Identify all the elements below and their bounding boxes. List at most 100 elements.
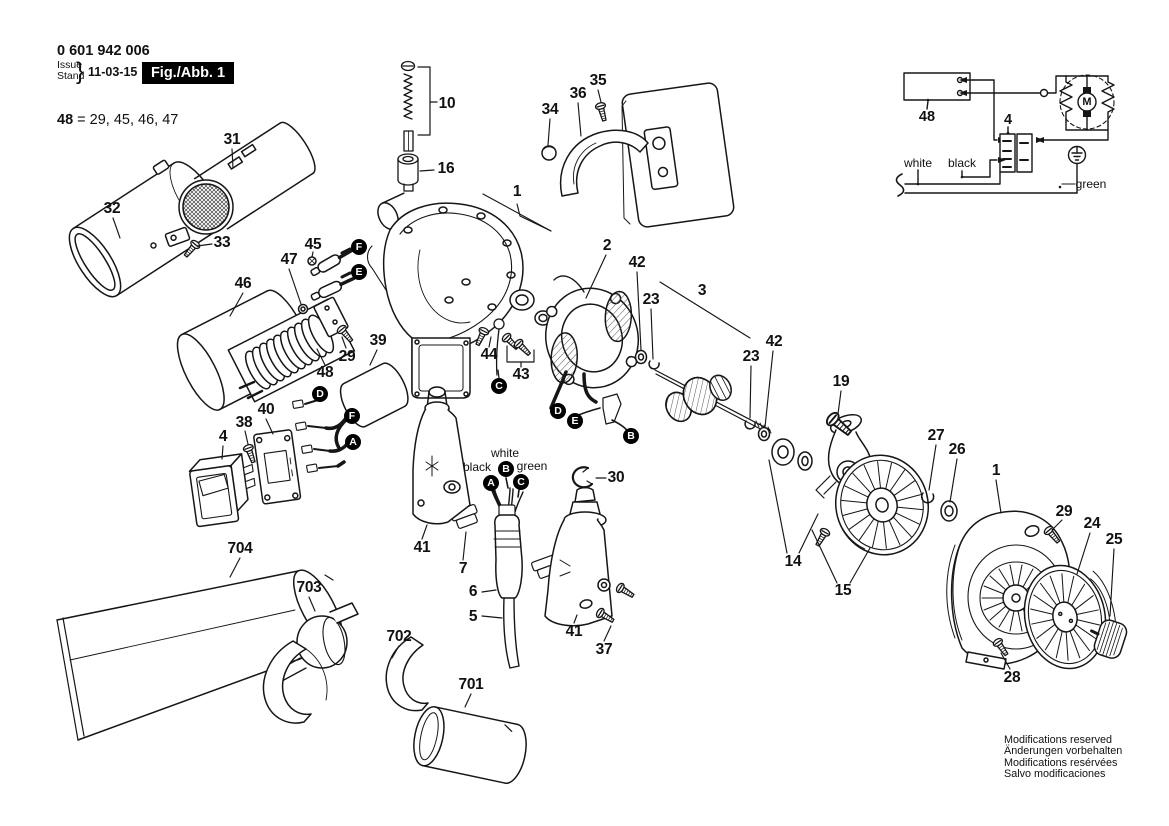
connector-E: E bbox=[351, 264, 367, 280]
part-label-7: 7 bbox=[458, 560, 468, 577]
part-label-29: 29 bbox=[338, 348, 356, 365]
equivalence-note: 48 = 29, 45, 46, 47 bbox=[57, 112, 178, 128]
leader-lines bbox=[112, 89, 1115, 708]
switch-4 bbox=[188, 453, 256, 528]
part-label-28: 28 bbox=[1003, 669, 1021, 686]
equivalence-lhs: 48 bbox=[57, 112, 74, 128]
part-label-30: 30 bbox=[607, 469, 625, 486]
part-label-703: 703 bbox=[296, 579, 322, 596]
part-label-26: 26 bbox=[948, 441, 966, 458]
part-label-31: 31 bbox=[223, 131, 241, 148]
equivalence-rhs: = 29, 45, 46, 47 bbox=[77, 112, 179, 128]
connector-A: A bbox=[345, 434, 361, 450]
part-label-46: 46 bbox=[234, 275, 252, 292]
part-label-24: 24 bbox=[1083, 515, 1101, 532]
part-label-25: 25 bbox=[1105, 531, 1123, 548]
part-label-41: 41 bbox=[565, 623, 583, 640]
part-label-10: 10 bbox=[438, 95, 456, 112]
schematic-white-label: white bbox=[903, 156, 933, 170]
ball-34 bbox=[541, 145, 557, 161]
part-label-42: 42 bbox=[628, 254, 646, 271]
schematic-heater-ref: 48 bbox=[918, 109, 936, 125]
connector-E: E bbox=[567, 413, 583, 429]
part-label-701: 701 bbox=[458, 676, 484, 693]
part-label-38: 38 bbox=[235, 414, 253, 431]
part-label-15: 15 bbox=[834, 582, 852, 599]
part-label-35: 35 bbox=[589, 72, 607, 89]
terminal-E bbox=[310, 276, 356, 301]
cable-label-black: black bbox=[462, 460, 492, 474]
wiring-schematic bbox=[895, 72, 1115, 197]
screw-43b bbox=[512, 337, 534, 359]
part-label-27: 27 bbox=[927, 427, 945, 444]
part-label-45: 45 bbox=[304, 236, 322, 253]
part-label-2: 2 bbox=[602, 237, 612, 254]
bushing-16 bbox=[397, 153, 419, 192]
schematic-green-label: green bbox=[1075, 177, 1107, 191]
adjusting-screw-10 bbox=[400, 60, 438, 152]
screw-37a bbox=[614, 581, 637, 601]
part-label-3: 3 bbox=[697, 282, 707, 299]
cable-label-white: white bbox=[490, 446, 520, 460]
figure-label: Fig./Abb. 1 bbox=[142, 62, 234, 84]
motor-letter: M bbox=[1082, 96, 1092, 108]
connector-stubs bbox=[340, 247, 520, 500]
clip-33 bbox=[164, 226, 202, 260]
connector-C: C bbox=[491, 378, 507, 394]
part-label-33: 33 bbox=[213, 234, 231, 251]
plate-40 bbox=[253, 429, 302, 505]
part-label-6: 6 bbox=[468, 583, 478, 600]
part-label-39: 39 bbox=[369, 332, 387, 349]
part-label-32: 32 bbox=[103, 200, 121, 217]
armature-3 bbox=[634, 349, 813, 471]
part-label-29: 29 bbox=[1055, 503, 1073, 520]
bushing-26 bbox=[940, 500, 958, 522]
terminal-F bbox=[310, 248, 354, 277]
part-label-14: 14 bbox=[784, 553, 802, 570]
connector-B: B bbox=[623, 428, 639, 444]
part-label-1: 1 bbox=[512, 183, 522, 200]
part-label-5: 5 bbox=[468, 608, 478, 625]
part-label-48: 48 bbox=[316, 364, 334, 381]
part-label-702: 702 bbox=[386, 628, 412, 645]
part-label-23: 23 bbox=[642, 291, 660, 308]
connector-F: F bbox=[351, 239, 367, 255]
connector-D: D bbox=[550, 403, 566, 419]
part-label-19: 19 bbox=[832, 373, 850, 390]
part-label-16: 16 bbox=[437, 160, 455, 177]
part-label-34: 34 bbox=[541, 101, 559, 118]
schematic-black-label: black bbox=[947, 156, 977, 170]
connector-B: B bbox=[498, 461, 514, 477]
part-label-23: 23 bbox=[742, 348, 760, 365]
stand-word: Stand bbox=[57, 70, 85, 82]
modifications-line: Modifications reserved bbox=[1004, 734, 1113, 746]
part-label-44: 44 bbox=[480, 346, 498, 363]
issue-date: 11-03-15 bbox=[88, 65, 138, 79]
field-stator-2 bbox=[544, 275, 640, 433]
part-label-41: 41 bbox=[413, 539, 431, 556]
wire-leads bbox=[292, 396, 349, 473]
part-label-37: 37 bbox=[595, 641, 613, 658]
part-label-704: 704 bbox=[227, 540, 253, 557]
eyelet-44 bbox=[472, 318, 505, 376]
part-label-4: 4 bbox=[218, 428, 228, 445]
part-label-43: 43 bbox=[512, 366, 530, 383]
issue-stand-label: Issue Stand bbox=[57, 60, 84, 82]
issue-word: Issue bbox=[57, 59, 83, 71]
inner-tube-31 bbox=[178, 121, 316, 235]
nozzle-701 bbox=[413, 706, 527, 784]
cord-assembly bbox=[450, 487, 559, 669]
modifications-line: Salvo modificaciones bbox=[1004, 767, 1106, 780]
connector-A: A bbox=[483, 475, 499, 491]
part-label-36: 36 bbox=[569, 85, 587, 102]
schematic-switch-ref: 4 bbox=[1003, 112, 1013, 128]
knob-25 bbox=[1090, 619, 1128, 659]
part-number: 0 601 942 006 bbox=[57, 43, 150, 59]
part-label-47: 47 bbox=[280, 251, 298, 268]
part-label-1: 1 bbox=[991, 462, 1001, 479]
modifications-line: Änderungen vorbehalten bbox=[1004, 745, 1123, 758]
connector-D: D bbox=[312, 386, 328, 402]
